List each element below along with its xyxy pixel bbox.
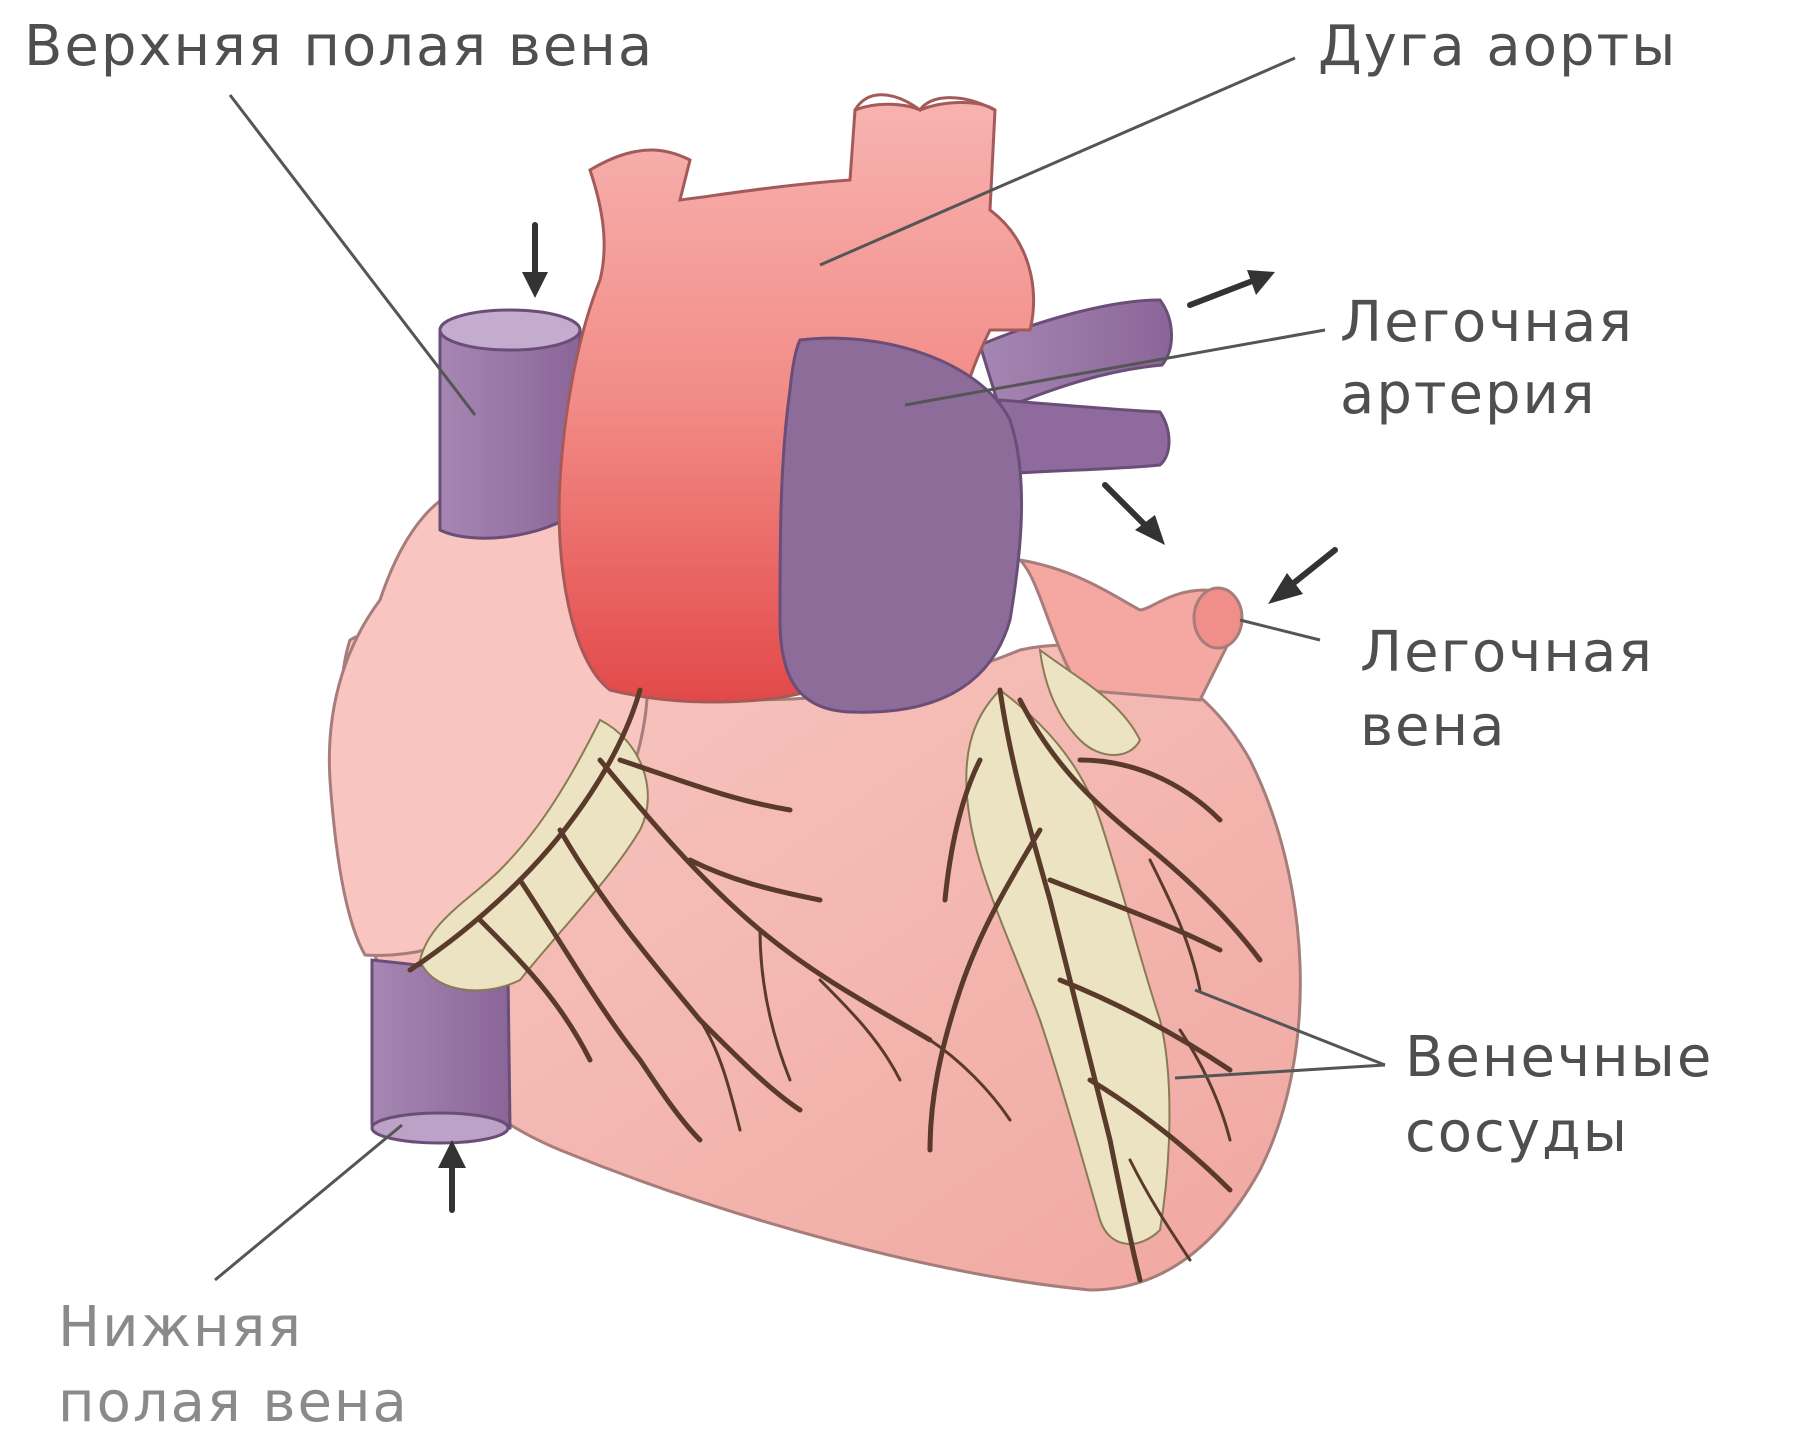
label-inferior-vena-cava-line1: Нижняя — [58, 1295, 303, 1361]
pulmonary-trunk — [780, 338, 1022, 712]
label-aortic-arch: Дуга аорты — [1318, 14, 1677, 80]
superior-vena-cava-opening — [440, 310, 580, 350]
label-inferior-vena-cava-line2: полая вена — [58, 1370, 409, 1436]
label-pulmonary-artery-line2: артерия — [1340, 362, 1597, 428]
label-pulmonary-vein-line1: Легочная — [1360, 620, 1654, 686]
leader-inferior-vena-cava — [215, 1125, 402, 1280]
label-superior-vena-cava: Верхняя полая вена — [24, 14, 654, 80]
label-pulmonary-artery-line1: Легочная — [1340, 290, 1634, 356]
label-pulmonary-vein-line2: вена — [1360, 694, 1506, 760]
label-coronary-vessels-line2: сосуды — [1405, 1100, 1629, 1166]
leader-superior-vena-cava — [230, 95, 475, 415]
label-coronary-vessels-line1: Венечные — [1405, 1025, 1713, 1091]
leader-pulmonary-vein — [1240, 620, 1320, 640]
